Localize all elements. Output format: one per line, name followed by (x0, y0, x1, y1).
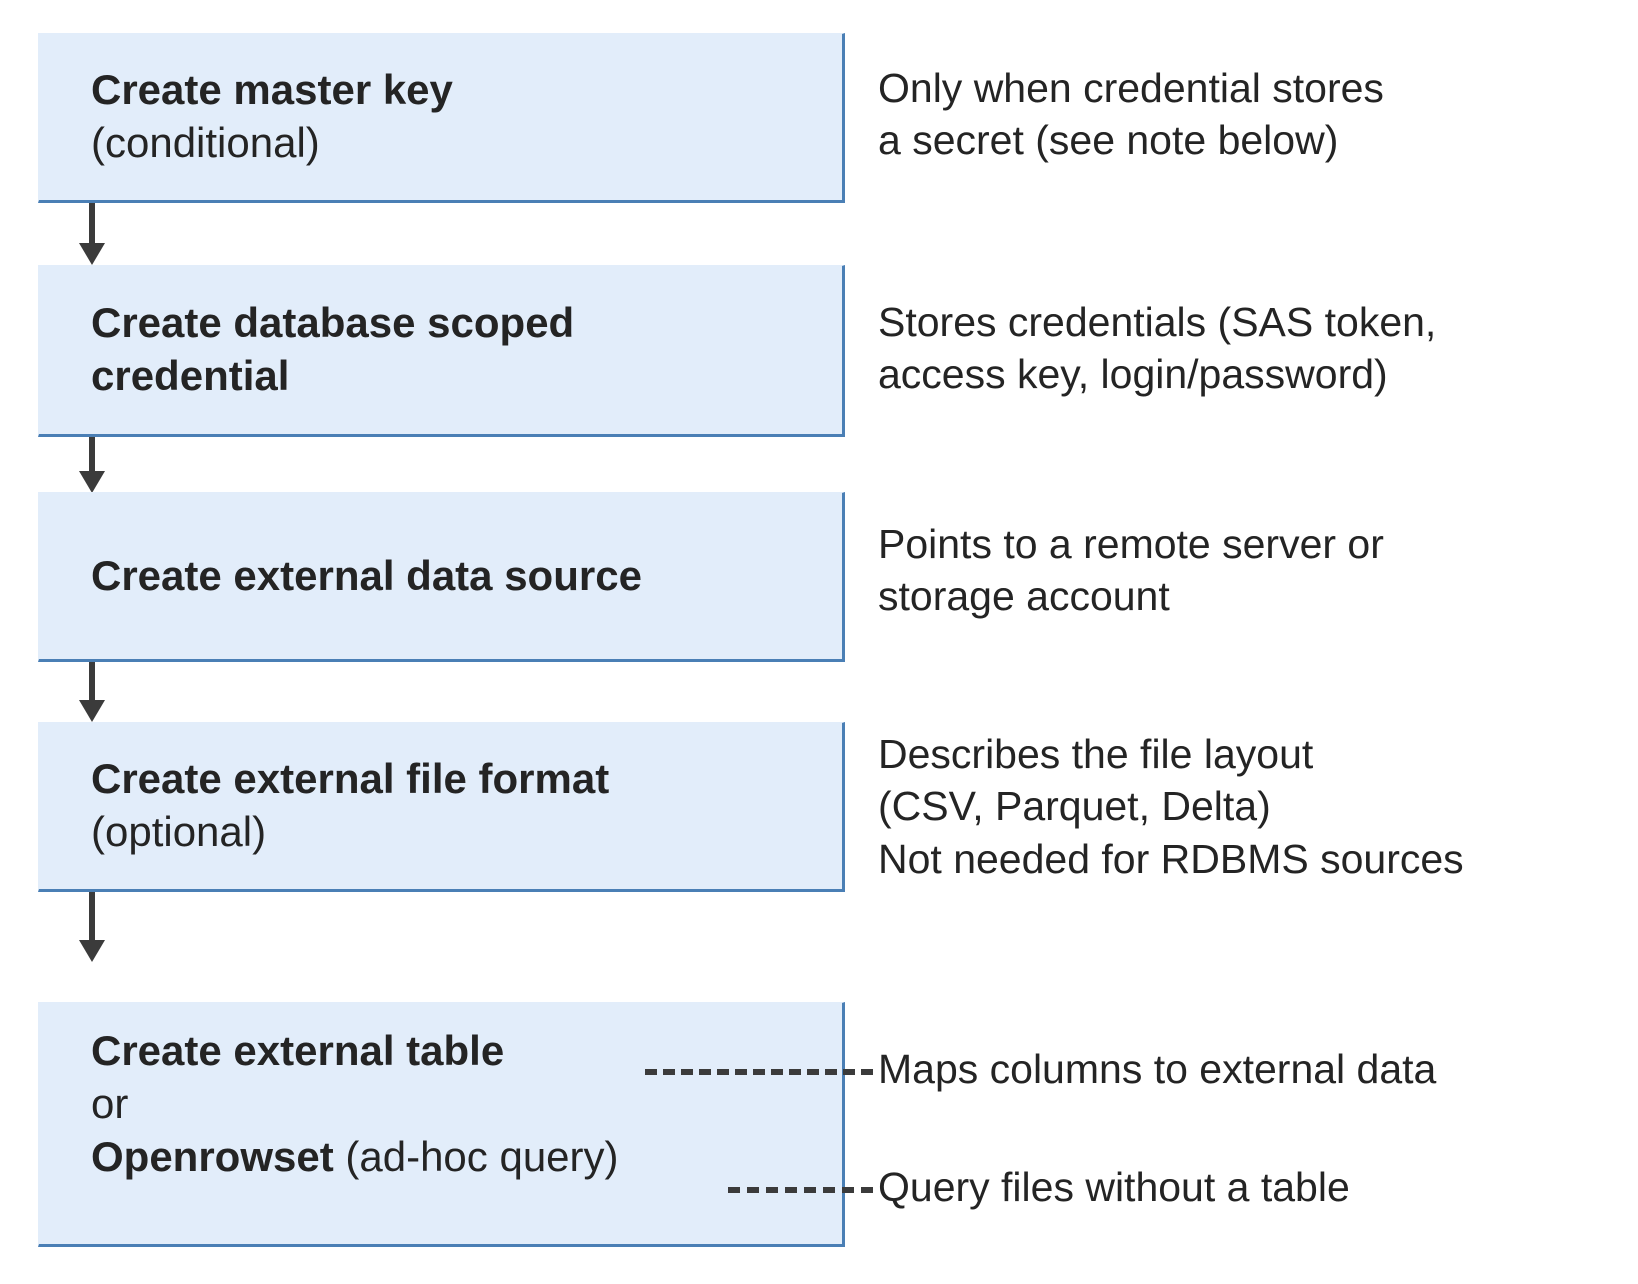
description-line: a secret (see note below) (878, 117, 1339, 164)
description-line: access key, login/password) (878, 351, 1388, 398)
flow-box-title-cont: credential (91, 352, 290, 399)
dashed-leader-line-2 (728, 1187, 873, 1193)
arrow-stem (89, 662, 95, 702)
description-create-external-file-format: Describes the file layout (CSV, Parquet,… (878, 728, 1464, 885)
dashed-leader-line-1 (645, 1069, 873, 1075)
description-create-external-data-source: Points to a remote server or storage acc… (878, 518, 1384, 623)
description-line: Stores credentials (SAS token, (878, 299, 1437, 345)
connector-arrow-3 (79, 662, 105, 722)
flow-box-text: Create external file format (optional) (39, 753, 842, 859)
description-line: Describes the file layout (878, 731, 1314, 777)
description-line: storage account (878, 573, 1170, 620)
description-line: Not needed for RDBMS sources (878, 835, 1464, 882)
description-line: Only when credential stores (878, 65, 1384, 111)
flow-box-alt-title-normal: (ad-hoc query) (333, 1132, 619, 1180)
flow-box-title: Create external file format (91, 755, 610, 803)
connector-arrow-2 (79, 437, 105, 493)
flow-box-text: Create external data source (39, 550, 842, 603)
flow-box-create-external-table-or-openrowset[interactable]: Create external table or Openrowset (ad-… (38, 1002, 845, 1247)
description-line: Query files without a table (878, 1164, 1350, 1210)
arrow-head-icon (79, 940, 105, 962)
flow-box-text: Create external table or Openrowset (ad-… (39, 1003, 842, 1184)
arrow-stem (89, 203, 95, 245)
description-create-external-table: Maps columns to external data (878, 1043, 1436, 1095)
arrow-head-icon (79, 243, 105, 265)
flow-box-text: Create database scoped credential (39, 297, 842, 403)
arrow-stem (89, 892, 95, 942)
description-create-master-key: Only when credential stores a secret (se… (878, 62, 1384, 167)
description-openrowset: Query files without a table (878, 1161, 1350, 1213)
flow-box-create-external-data-source[interactable]: Create external data source (38, 492, 845, 662)
arrow-head-icon (79, 700, 105, 722)
flow-box-alt-title: Openrowset (ad-hoc query) (91, 1131, 828, 1184)
description-line: Maps columns to external data (878, 1046, 1437, 1092)
arrow-stem (89, 437, 95, 473)
flow-box-subtitle: (optional) (91, 808, 267, 855)
description-create-database-scoped-credential: Stores credentials (SAS token, access ke… (878, 296, 1436, 401)
flow-box-subtitle: (conditional) (91, 119, 320, 166)
connector-arrow-4 (79, 892, 105, 1002)
flow-box-alt-title-bold: Openrowset (91, 1132, 334, 1180)
flow-box-title: Create database scoped (91, 299, 575, 347)
description-line: (CSV, Parquet, Delta) (878, 783, 1271, 830)
arrow-head-icon (79, 471, 105, 493)
flow-box-create-database-scoped-credential[interactable]: Create database scoped credential (38, 265, 845, 437)
flow-box-create-master-key[interactable]: Create master key (conditional) (38, 33, 845, 203)
connector-arrow-1 (79, 203, 105, 265)
flow-box-title: Create external table (91, 1027, 505, 1074)
flow-box-title: Create master key (91, 66, 453, 114)
flow-box-create-external-file-format[interactable]: Create external file format (optional) (38, 722, 845, 892)
flow-box-title: Create external data source (91, 551, 642, 599)
flow-box-connector-word: or (91, 1079, 129, 1127)
flow-box-text: Create master key (conditional) (39, 64, 842, 170)
description-line: Points to a remote server or (878, 521, 1384, 567)
